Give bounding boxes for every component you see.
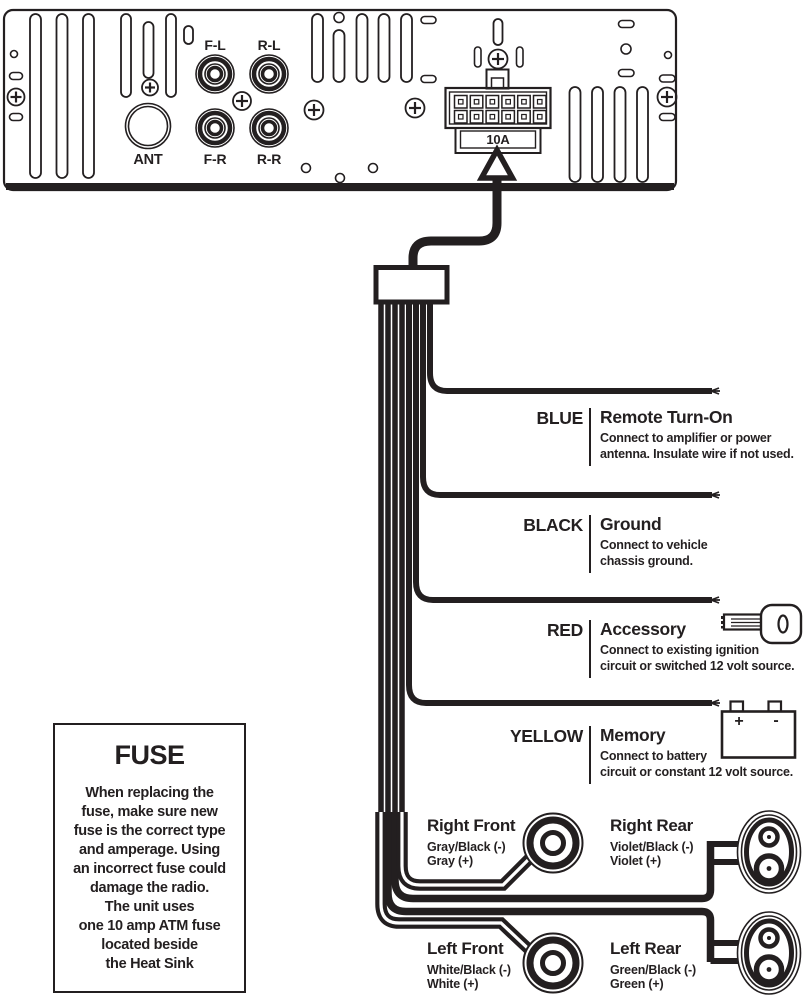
fuse-note-line: an incorrect fuse could <box>73 861 226 877</box>
divider-line <box>589 620 591 678</box>
divider-line <box>589 726 591 784</box>
rca-label-front-right: F-R <box>203 151 227 167</box>
screw-icons <box>6 48 678 121</box>
battery-icon <box>720 700 797 759</box>
stereo-rear-panel <box>2 8 678 192</box>
fuse-note-line: fuse is the correct type <box>73 823 226 839</box>
wire-function-name: Memory <box>600 725 666 745</box>
wire-description: Connect to vehicle <box>600 538 708 552</box>
arrow-up-icon <box>408 144 518 270</box>
wire-blue <box>427 302 712 394</box>
rca-jack-front-left <box>195 54 235 94</box>
rca-label-rear-right: R-R <box>256 151 282 167</box>
rca-jack-rear-right <box>249 108 289 148</box>
wire-fray-tips <box>710 387 720 707</box>
wire-entry-yellow: YELLOW Memory Connect to battery circuit… <box>460 725 804 784</box>
wire-yellow <box>406 302 712 706</box>
wire-description: circuit or constant 12 volt source. <box>600 764 794 779</box>
fuse-note-line: and amperage. Using <box>79 842 220 858</box>
vent-slots-right <box>568 19 676 183</box>
wire-description: chassis ground. <box>600 553 693 568</box>
rca-jack-front-right <box>195 108 235 148</box>
wire-entry-red: RED Accessory Connect to existing igniti… <box>460 619 804 678</box>
rca-label-front-left: F-L <box>204 37 226 53</box>
wire-function-name: Accessory <box>600 619 686 639</box>
fuse-note-line: When replacing the <box>85 785 214 801</box>
fuse-note-title: FUSE <box>114 740 185 770</box>
ignition-key-icon <box>721 603 803 645</box>
fuse-note-box: FUSE When replacing the fuse, make sure … <box>53 723 246 993</box>
wire-color-label: BLACK <box>523 515 583 535</box>
divider-line <box>589 515 591 573</box>
speaker-label-right-front: Right Front Gray/Black (-) Gray (+) <box>427 816 607 868</box>
speaker-name: Left Front <box>427 939 504 958</box>
speaker-name: Right Rear <box>610 816 693 835</box>
harness-connector <box>373 265 450 305</box>
power-connector <box>444 18 552 154</box>
round-speaker-icon-right-front <box>522 812 584 874</box>
wire-color-label: RED <box>546 620 583 640</box>
vent-slots-midtop <box>311 11 437 84</box>
wire-color-label: BLUE <box>536 408 584 428</box>
wire-red <box>413 302 712 603</box>
fuse-note-line: The unit uses <box>104 899 195 915</box>
speaker-positive-wire: Green (+) <box>610 977 664 991</box>
speaker-name: Right Front <box>427 816 516 835</box>
wire-description: antenna. Insulate wire if not used. <box>600 446 794 461</box>
wire-left-rear <box>384 812 715 962</box>
divider-line <box>589 408 591 466</box>
speaker-negative-wire: Gray/Black (-) <box>427 840 506 854</box>
round-speaker-icon-left-front <box>522 932 584 994</box>
battery-minus-sign: - <box>773 712 779 729</box>
vent-slots-midleft <box>120 13 194 98</box>
connector-pins <box>453 94 547 124</box>
battery-plus-sign: + <box>734 713 744 730</box>
speaker-negative-wire: Green/Black (-) <box>610 963 696 977</box>
speaker-negative-wire: Violet/Black (-) <box>610 840 694 854</box>
fuse-note-line: fuse, make sure new <box>81 804 218 820</box>
wire-function-name: Remote Turn-On <box>600 407 733 427</box>
fuse-note-line: the Heat Sink <box>105 956 194 972</box>
panel-left-holes <box>8 49 24 122</box>
speaker-label-right-rear: Right Rear Violet/Black (-) Violet (+) <box>610 816 790 868</box>
speaker-label-left-front: Left Front White/Black (-) White (+) <box>427 939 607 991</box>
wire-description: circuit or switched 12 volt source. <box>600 658 795 673</box>
wire-description: Connect to amplifier or power <box>600 431 772 445</box>
oval-speaker-icon-left-rear <box>736 911 802 995</box>
vent-slots-left <box>29 13 95 179</box>
wire-description: Connect to battery <box>600 749 707 763</box>
wire-right-rear <box>391 812 715 903</box>
wire-function-name: Ground <box>600 514 662 534</box>
fuse-note-line: located beside <box>101 937 198 953</box>
wire-color-label: YELLOW <box>509 726 583 746</box>
speaker-positive-wire: White (+) <box>427 977 479 991</box>
wire-entry-black: BLACK Ground Connect to vehicle chassis … <box>460 514 804 573</box>
speaker-name: Left Rear <box>610 939 681 958</box>
oval-speaker-icon-right-rear <box>736 810 802 894</box>
wire-black <box>420 302 712 498</box>
rca-label-rear-left: R-L <box>257 37 281 53</box>
fuse-note-line: one 10 amp ATM fuse <box>78 918 221 934</box>
wire-bundle <box>375 302 739 964</box>
wire-description: Connect to existing ignition <box>600 643 759 657</box>
speaker-positive-wire: Gray (+) <box>427 854 473 868</box>
speaker-positive-wire: Violet (+) <box>610 854 661 868</box>
speaker-negative-wire: White/Black (-) <box>427 963 511 977</box>
panel-small-holes <box>300 162 379 184</box>
antenna-label: ANT <box>133 152 163 168</box>
rca-jack-rear-left <box>249 54 289 94</box>
fuse-note-line: damage the radio. <box>90 880 209 896</box>
fuse-rating-label: 10A <box>486 132 510 147</box>
wire-entry-blue: BLUE Remote Turn-On Connect to amplifier… <box>460 407 804 466</box>
speaker-label-left-rear: Left Rear Green/Black (-) Green (+) <box>610 939 790 991</box>
antenna-jack <box>124 102 172 150</box>
rear-speaker-stubs <box>710 841 739 964</box>
